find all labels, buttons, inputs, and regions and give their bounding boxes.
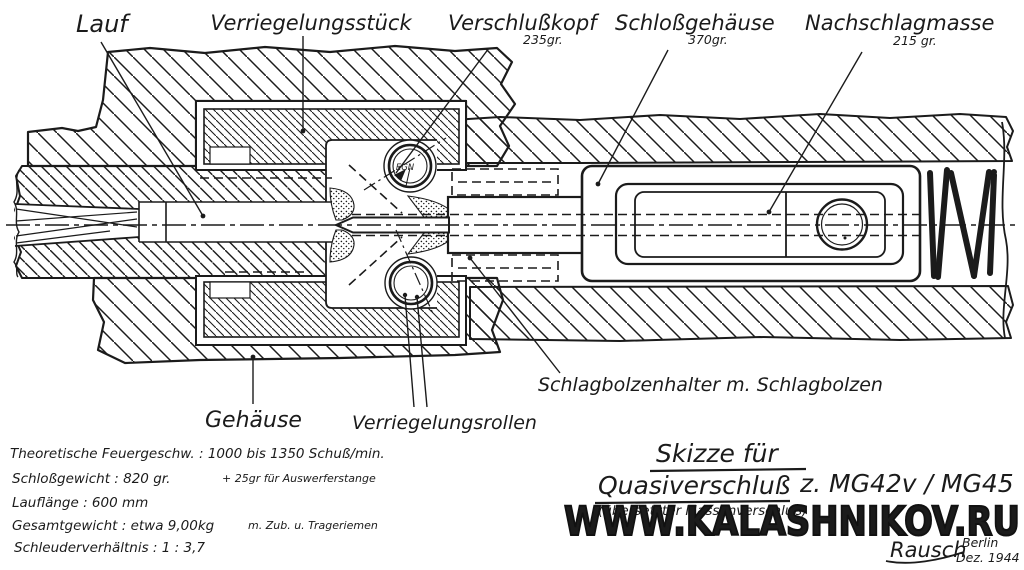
recoil-spring [927, 167, 997, 280]
title-line-3: (übersetzter Massenverschluß) [598, 503, 807, 519]
spec-line-2-note: + 25gr für Auswerferstange [222, 472, 376, 485]
title-line-2-right: z. MG42v / MG45 [799, 469, 1014, 498]
bottom-roller [388, 260, 434, 306]
label-schlagbolzenhalter: Schlagbolzenhalter m. Schlagbolzen [538, 374, 883, 396]
label-verschlusskopf-weight: 235gr. [523, 32, 563, 47]
label-verschlusskopf: Verschlußkopf [448, 11, 600, 35]
cartridge-base-stipple-upper [329, 187, 355, 221]
leader-verschlusskopf [395, 47, 490, 174]
title-block: Skizze für Quasiverschluß z. MG42v / MG4… [594, 439, 1014, 519]
signature-block: Rausch Berlin Dez. 1944 [885, 535, 1020, 565]
locking-piece-top-step [209, 146, 251, 165]
title-line-1: Skizze für [656, 439, 780, 468]
roller-axis-lines [363, 137, 447, 317]
leader-rollen-2 [416, 296, 428, 408]
spec-line-4-note: m. Zub. u. Trageriemen [248, 519, 378, 532]
receiver-top-right-band [436, 113, 1014, 164]
label-gehaeuse: Gehäuse [205, 408, 302, 433]
label-verriegelungsrollen: Verriegelungsrollen [352, 412, 537, 434]
spec-line-3: Lauflänge : 600 mm [12, 495, 148, 511]
part-label-texts: Lauf Verriegelungsstück Verschlußkopf 23… [76, 10, 994, 434]
signature-name: Rausch [890, 538, 967, 562]
muzzle-torn-edge [13, 169, 20, 278]
leader-lauf [100, 41, 204, 217]
spec-line-1: Theoretische Feuergeschw. : 1000 bis 135… [10, 446, 385, 462]
chamber [139, 202, 332, 242]
spec-line-4: Gesamtgewicht : etwa 9,00kg [12, 518, 215, 534]
label-lauf: Lauf [76, 10, 131, 38]
receiver-bottom-right-band [469, 285, 1014, 342]
leader-schlossgehaeuse [597, 49, 669, 185]
leader-lines [100, 36, 863, 408]
label-verriegelungsstueck: Verriegelungsstück [210, 11, 412, 35]
spec-line-2: Schloßgewicht : 820 gr. [12, 471, 170, 487]
lock-housing [580, 164, 922, 283]
leader-rollen-1 [404, 294, 415, 408]
rifling-lines [15, 208, 138, 244]
label-schlossgehaeuse-weight: 370gr. [688, 32, 728, 47]
roller-stamp-text: EGN [396, 163, 415, 173]
leader-schlagbolzenhalter [469, 257, 561, 374]
specs-block: Theoretische Feuergeschw. : 1000 bis 135… [10, 446, 385, 556]
signature-place: Berlin [962, 535, 998, 550]
signature-date: Dez. 1944 [956, 550, 1020, 565]
firing-pin [333, 216, 450, 234]
locking-piece-bottom-step [209, 281, 251, 299]
watermark-text: WWW.KALASHNIKOV.RU [564, 499, 1020, 545]
label-nachschlagmasse-weight: 215 gr. [893, 33, 937, 48]
title-line-2-left: Quasiverschluß [598, 471, 790, 500]
cartridge-base-stipple-lower [329, 229, 355, 263]
receiver-torn-right-edge [1001, 121, 1009, 339]
label-schlossgehaeuse: Schloßgehäuse [615, 11, 775, 35]
leader-nachschlagmasse [768, 51, 863, 213]
spec-line-5: Schleuderverhältnis : 1 : 3,7 [14, 540, 205, 556]
signature-flourish [885, 551, 965, 564]
label-nachschlagmasse: Nachschlagmasse [805, 11, 994, 35]
hidden-dashed-lines [200, 164, 925, 286]
